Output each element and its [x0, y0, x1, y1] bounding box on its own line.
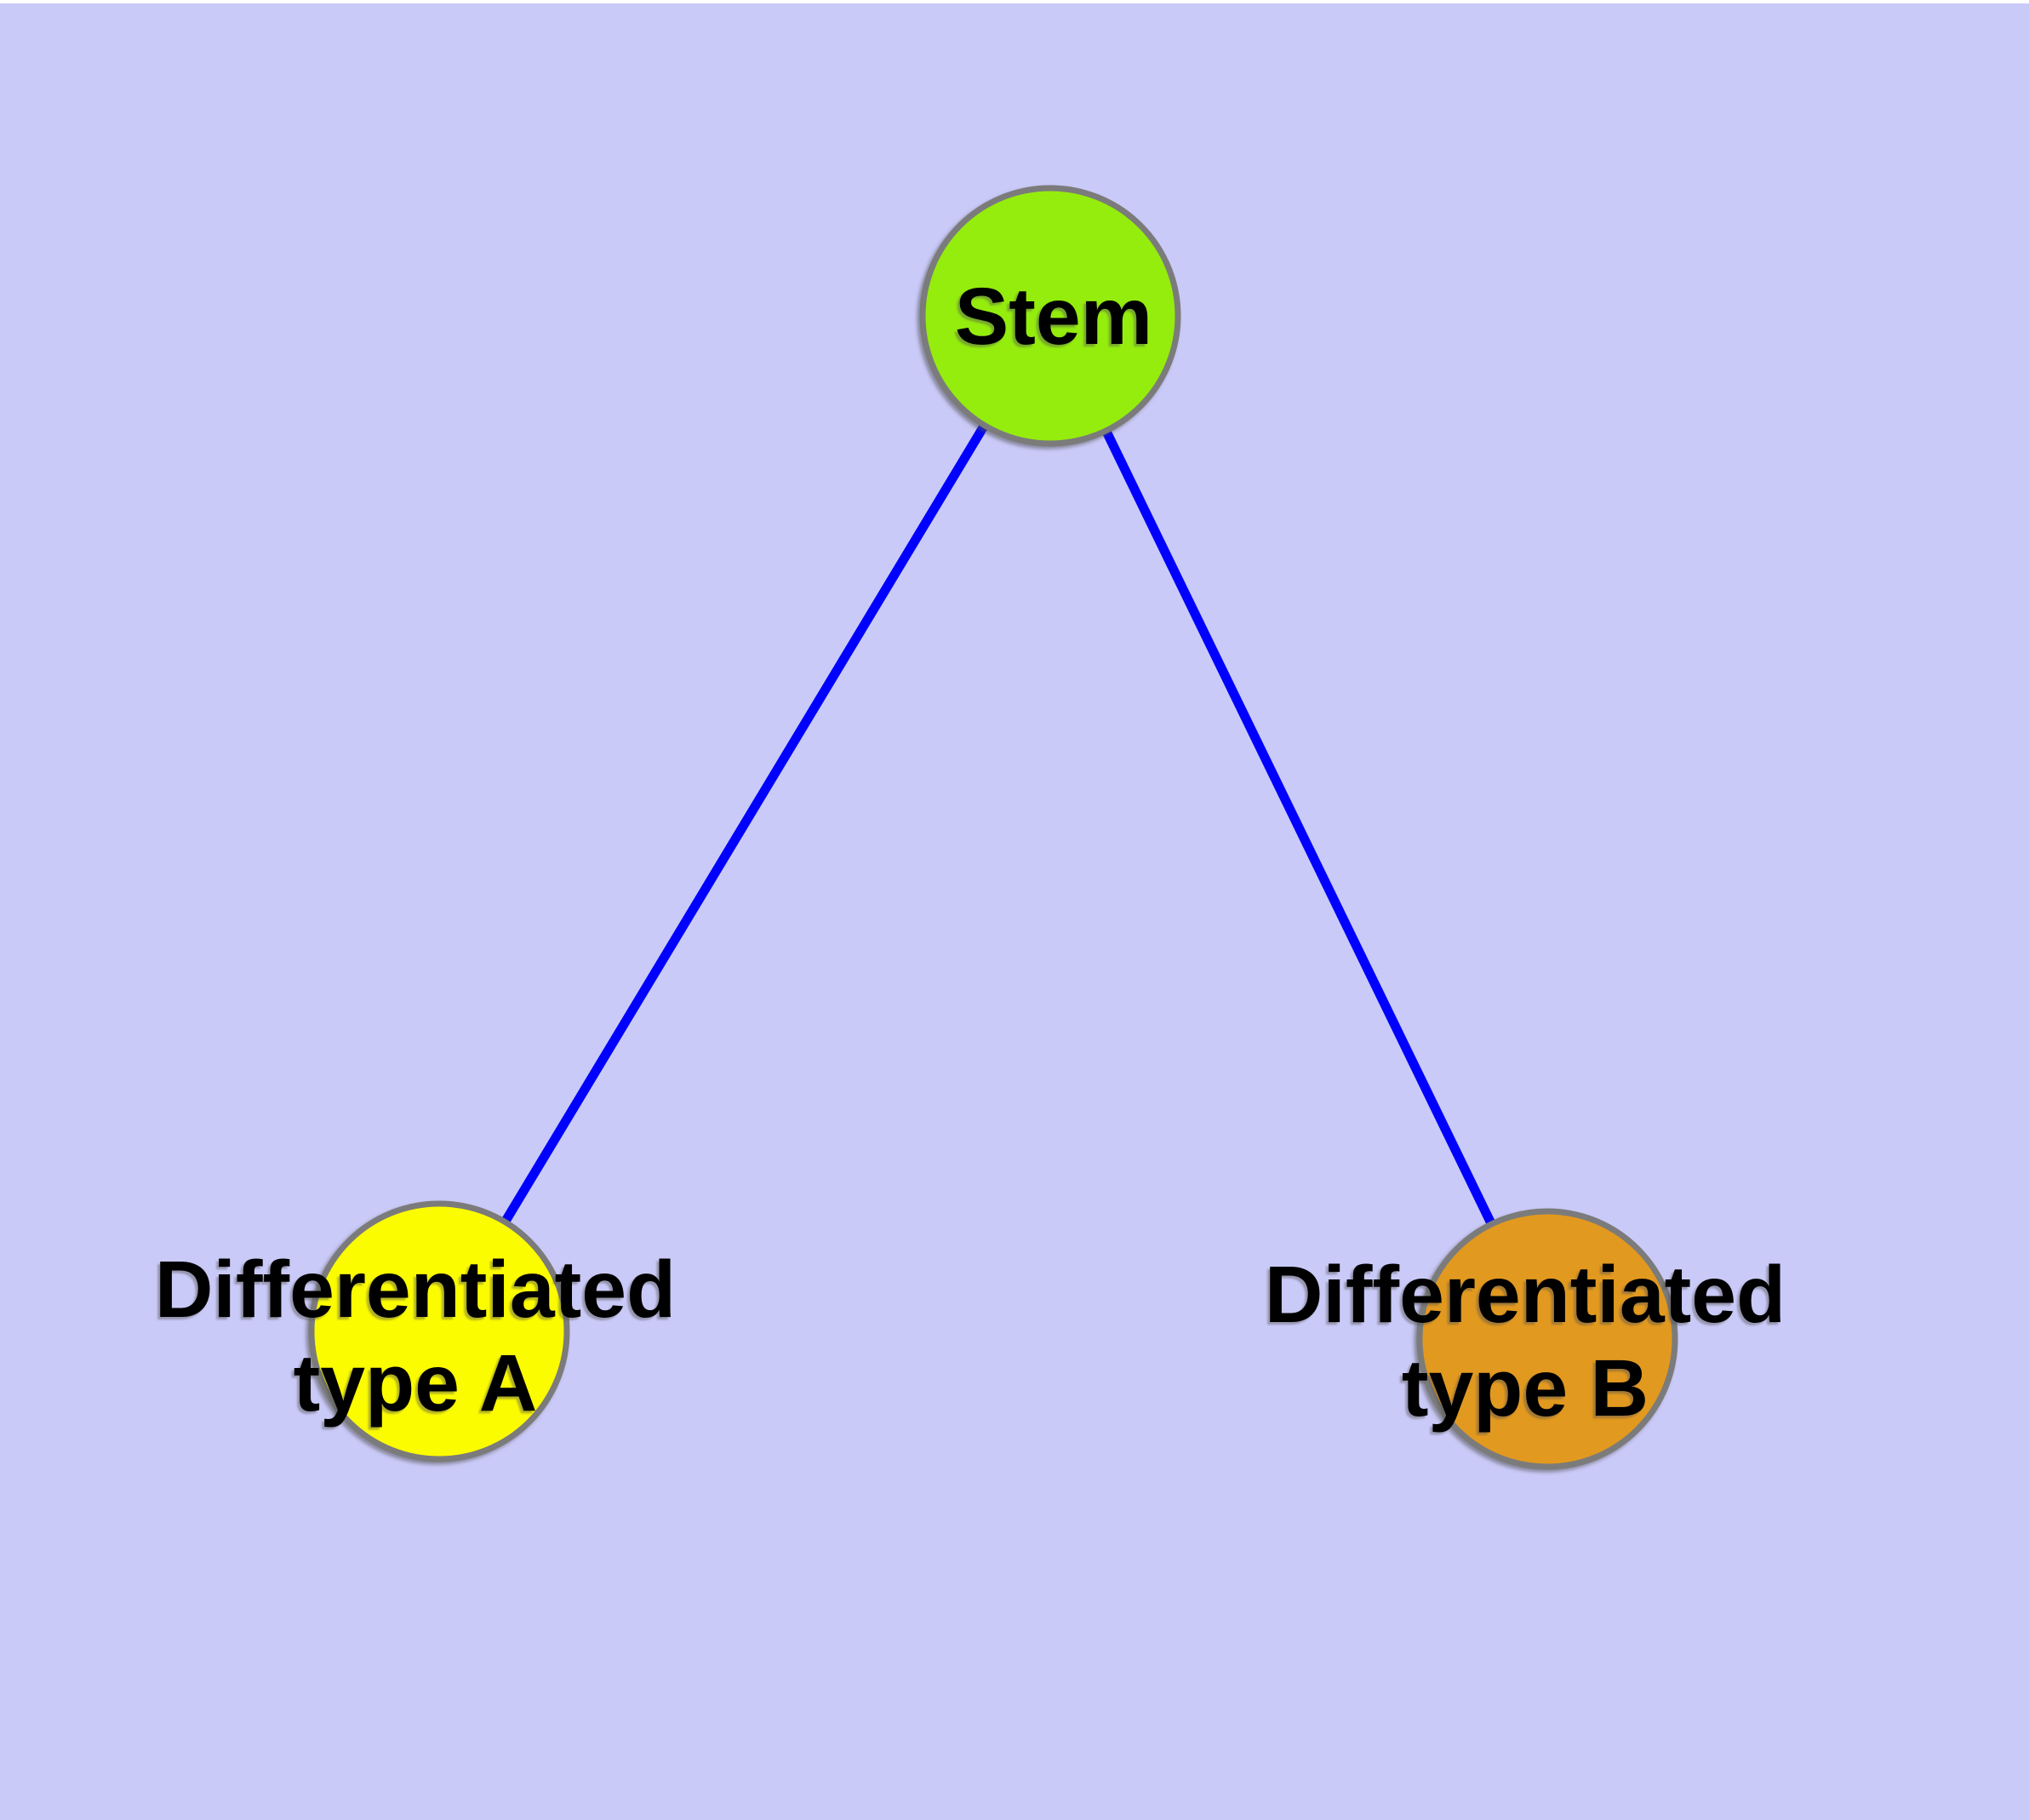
node-type-a-label: Differentiated type A — [75, 1243, 756, 1430]
node-type-a-label-line2: type A — [293, 1338, 538, 1428]
node-type-b-circle — [1416, 1208, 1678, 1470]
node-type-a-label-line1: Differentiated — [154, 1245, 677, 1335]
node-type-b-label-line1: Differentiated — [1264, 1250, 1786, 1340]
node-type-a-circle — [308, 1200, 570, 1462]
node-type-b-label-line2: type B — [1401, 1343, 1649, 1434]
edge-stem-to-type-b — [1046, 313, 1552, 1342]
node-stem-circle — [919, 185, 1181, 447]
node-type-b-label: Differentiated type B — [1185, 1248, 1866, 1435]
top-margin-strip — [0, 0, 2029, 3]
node-stem-label: Stem — [756, 270, 1352, 363]
edge-stem-to-type-a — [435, 313, 1055, 1334]
node-stem-label-text: Stem — [954, 272, 1153, 362]
